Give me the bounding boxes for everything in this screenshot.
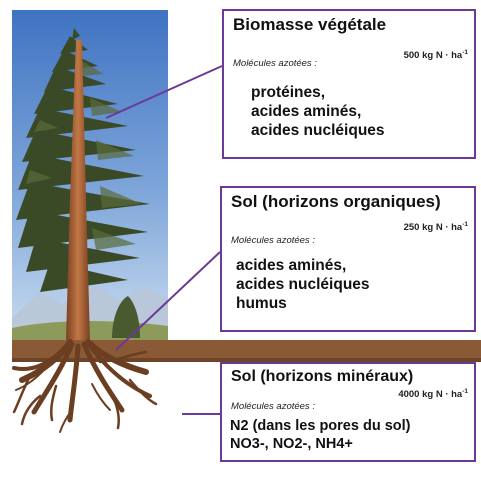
biomass-quantity: 500 kg N · ha-1 xyxy=(404,49,468,61)
biomass-molecule-list: protéines, acides aminés, acides nucléiq… xyxy=(251,83,385,140)
list-item: acides nucléiques xyxy=(236,275,370,294)
list-item: acides aminés, xyxy=(251,102,385,121)
list-item: N2 (dans les pores du sol) xyxy=(230,417,411,435)
organic-molecule-list: acides aminés, acides nucléiques humus xyxy=(236,256,370,313)
mineral-horizons-box: Sol (horizons minéraux) 4000 kg N · ha-1… xyxy=(220,362,476,462)
biomass-box: Biomasse végétale 500 kg N · ha-1 Molécu… xyxy=(222,9,476,159)
list-item: NO3-, NO2-, NH4+ xyxy=(230,435,411,453)
list-item: humus xyxy=(236,294,370,313)
organic-horizons-box: Sol (horizons organiques) 250 kg N · ha-… xyxy=(220,186,476,332)
organic-quantity: 250 kg N · ha-1 xyxy=(404,221,468,233)
organic-molecules-label: Molécules azotées : xyxy=(231,235,315,246)
mineral-molecules-label: Molécules azotées : xyxy=(231,401,315,412)
list-item: acides nucléiques xyxy=(251,121,385,140)
list-item: acides aminés, xyxy=(236,256,370,275)
organic-title: Sol (horizons organiques) xyxy=(231,192,441,212)
list-item: protéines, xyxy=(251,83,385,102)
mineral-molecule-list: N2 (dans les pores du sol) NO3-, NO2-, N… xyxy=(230,417,411,453)
biomass-molecules-label: Molécules azotées : xyxy=(233,58,317,69)
mineral-title: Sol (horizons minéraux) xyxy=(231,368,413,386)
mineral-quantity: 4000 kg N · ha-1 xyxy=(398,388,468,400)
biomass-title: Biomasse végétale xyxy=(233,15,386,35)
